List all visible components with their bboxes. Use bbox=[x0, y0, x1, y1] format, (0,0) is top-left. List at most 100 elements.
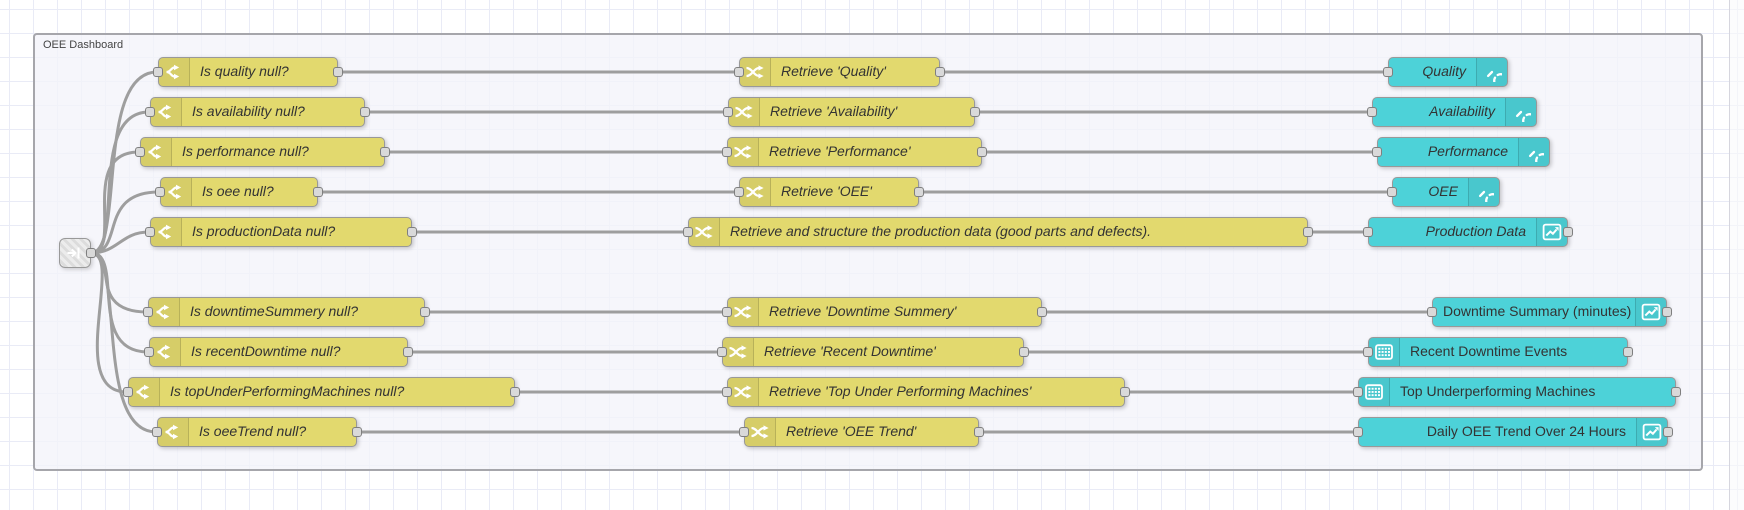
input-port[interactable] bbox=[144, 347, 154, 357]
input-port[interactable] bbox=[1363, 227, 1373, 237]
change-node[interactable]: Retrieve 'Quality' bbox=[734, 57, 945, 87]
input-port[interactable] bbox=[739, 427, 749, 437]
input-port[interactable] bbox=[683, 227, 693, 237]
ui-gauge-node[interactable]: Performance bbox=[1372, 137, 1550, 167]
output-port[interactable] bbox=[380, 147, 390, 157]
scrollbar-track[interactable] bbox=[1729, 0, 1744, 510]
input-port[interactable] bbox=[155, 187, 165, 197]
output-port[interactable] bbox=[333, 67, 343, 77]
shuffle-icon bbox=[728, 378, 759, 406]
output-port[interactable] bbox=[1563, 227, 1573, 237]
change-node[interactable]: Retrieve 'OEE' bbox=[734, 177, 924, 207]
node-label: Retrieve 'Performance' bbox=[769, 143, 911, 159]
input-port[interactable] bbox=[123, 387, 133, 397]
output-port[interactable] bbox=[1663, 427, 1673, 437]
output-port[interactable] bbox=[1671, 387, 1681, 397]
input-port[interactable] bbox=[143, 307, 153, 317]
change-node[interactable]: Retrieve 'Availability' bbox=[723, 97, 980, 127]
change-node[interactable]: Retrieve 'Performance' bbox=[722, 137, 987, 167]
ui-chart-node[interactable]: Daily OEE Trend Over 24 Hours bbox=[1353, 417, 1673, 447]
ui-table-node[interactable]: Recent Downtime Events bbox=[1363, 337, 1633, 367]
input-port[interactable] bbox=[1353, 387, 1363, 397]
wire[interactable] bbox=[89, 251, 158, 434]
output-port[interactable] bbox=[1303, 227, 1313, 237]
change-node[interactable]: Retrieve 'Top Under Performing Machines' bbox=[722, 377, 1130, 407]
switch-node[interactable]: Is availability null? bbox=[145, 97, 370, 127]
node-label: OEE bbox=[1428, 183, 1458, 199]
input-port[interactable] bbox=[723, 107, 733, 117]
switch-icon bbox=[129, 378, 160, 406]
ui-gauge-node[interactable]: OEE bbox=[1387, 177, 1500, 207]
switch-node[interactable]: Is quality null? bbox=[153, 57, 343, 87]
output-port[interactable] bbox=[403, 347, 413, 357]
input-port[interactable] bbox=[1353, 427, 1363, 437]
output-port[interactable] bbox=[974, 427, 984, 437]
input-port[interactable] bbox=[722, 387, 732, 397]
switch-node[interactable]: Is topUnderPerformingMachines null? bbox=[123, 377, 520, 407]
input-port[interactable] bbox=[722, 307, 732, 317]
node-label: Is availability null? bbox=[192, 103, 305, 119]
input-port[interactable] bbox=[145, 107, 155, 117]
output-port[interactable] bbox=[1662, 307, 1672, 317]
output-port[interactable] bbox=[1623, 347, 1633, 357]
output-port[interactable] bbox=[86, 248, 96, 258]
switch-icon bbox=[150, 338, 181, 366]
ui-gauge-node[interactable]: Availability bbox=[1367, 97, 1537, 127]
wire[interactable] bbox=[89, 230, 151, 255]
wire[interactable] bbox=[89, 150, 141, 255]
output-port[interactable] bbox=[420, 307, 430, 317]
change-node[interactable]: Retrieve 'Downtime Summery' bbox=[722, 297, 1047, 327]
change-node[interactable]: Retrieve and structure the production da… bbox=[683, 217, 1313, 247]
output-port[interactable] bbox=[313, 187, 323, 197]
input-port[interactable] bbox=[1372, 147, 1382, 157]
chart-icon bbox=[1536, 218, 1567, 246]
shuffle-icon bbox=[689, 218, 720, 246]
output-port[interactable] bbox=[352, 427, 362, 437]
output-port[interactable] bbox=[935, 67, 945, 77]
input-port[interactable] bbox=[145, 227, 155, 237]
node-label: Retrieve 'Recent Downtime' bbox=[764, 343, 936, 359]
input-port[interactable] bbox=[1383, 67, 1393, 77]
output-port[interactable] bbox=[970, 107, 980, 117]
switch-node[interactable]: Is productionData null? bbox=[145, 217, 417, 247]
switch-node[interactable]: Is oeeTrend null? bbox=[152, 417, 362, 447]
ui-chart-node[interactable]: Production Data bbox=[1363, 217, 1573, 247]
switch-node[interactable]: Is oee null? bbox=[155, 177, 323, 207]
switch-node[interactable]: Is recentDowntime null? bbox=[144, 337, 413, 367]
switch-node[interactable]: Is performance null? bbox=[135, 137, 390, 167]
input-port[interactable] bbox=[1427, 307, 1437, 317]
output-port[interactable] bbox=[977, 147, 987, 157]
node-label: Is oee null? bbox=[202, 183, 274, 199]
input-port[interactable] bbox=[734, 67, 744, 77]
input-port[interactable] bbox=[717, 347, 727, 357]
output-port[interactable] bbox=[1019, 347, 1029, 357]
output-port[interactable] bbox=[407, 227, 417, 237]
ui-gauge-node[interactable]: Quality bbox=[1383, 57, 1508, 87]
change-node[interactable]: Retrieve 'OEE Trend' bbox=[739, 417, 984, 447]
input-port[interactable] bbox=[1363, 347, 1373, 357]
output-port[interactable] bbox=[510, 387, 520, 397]
link-in-node[interactable] bbox=[59, 238, 96, 268]
input-port[interactable] bbox=[152, 427, 162, 437]
change-node[interactable]: Retrieve 'Recent Downtime' bbox=[717, 337, 1029, 367]
input-port[interactable] bbox=[135, 147, 145, 157]
input-port[interactable] bbox=[722, 147, 732, 157]
output-port[interactable] bbox=[1037, 307, 1047, 317]
input-port[interactable] bbox=[153, 67, 163, 77]
wire[interactable] bbox=[89, 251, 129, 394]
input-port[interactable] bbox=[1367, 107, 1377, 117]
shuffle-icon bbox=[729, 98, 760, 126]
ui-table-node[interactable]: Top Underperforming Machines bbox=[1353, 377, 1681, 407]
ui-chart-node[interactable]: Downtime Summary (minutes) bbox=[1427, 297, 1672, 327]
output-port[interactable] bbox=[1120, 387, 1130, 397]
input-port[interactable] bbox=[1387, 187, 1397, 197]
node-label: Top Underperforming Machines bbox=[1400, 383, 1596, 399]
input-port[interactable] bbox=[734, 187, 744, 197]
shuffle-icon bbox=[723, 338, 754, 366]
switch-node[interactable]: Is downtimeSummery null? bbox=[143, 297, 430, 327]
node-label: Retrieve 'OEE' bbox=[781, 183, 872, 199]
output-port[interactable] bbox=[914, 187, 924, 197]
output-port[interactable] bbox=[360, 107, 370, 117]
node-label: Retrieve 'Availability' bbox=[770, 103, 898, 119]
